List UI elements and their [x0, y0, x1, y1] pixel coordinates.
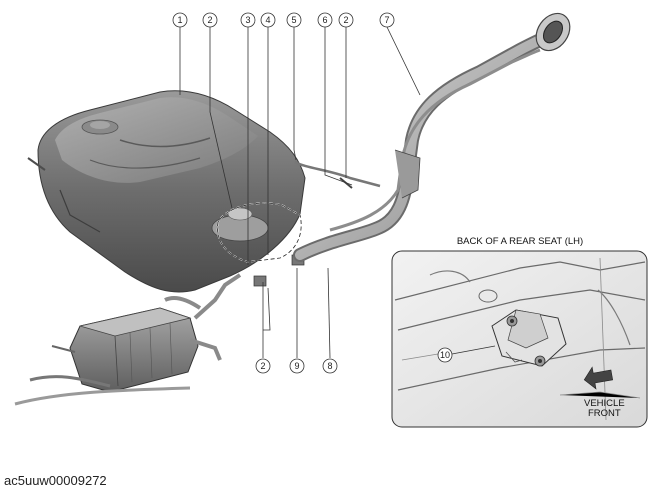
- inset-title: BACK OF A REAR SEAT (LH): [457, 236, 583, 247]
- callout-8: 8: [322, 358, 338, 374]
- filler-pipe: [293, 12, 571, 262]
- callout-9: 9: [289, 358, 305, 374]
- inset-panel: BACK OF A REAR SEAT (LH) 10 VEHICLE FRON…: [391, 236, 648, 428]
- control-module: [491, 309, 567, 367]
- charcoal-canister: [14, 273, 242, 406]
- svg-text:10: 10: [440, 350, 450, 360]
- callout-2a: 2: [202, 12, 218, 28]
- callout-7: 7: [379, 12, 395, 28]
- callout-10: 10: [437, 347, 453, 363]
- svg-text:8: 8: [327, 361, 332, 371]
- svg-text:3: 3: [245, 15, 250, 25]
- svg-text:5: 5: [291, 15, 296, 25]
- document-id: ac5uuw00009272: [4, 473, 107, 488]
- leader-lines: [179, 26, 421, 359]
- svg-text:6: 6: [322, 15, 327, 25]
- callout-5: 5: [286, 12, 302, 28]
- callout-6: 6: [317, 12, 333, 28]
- fuel-tank: [27, 90, 306, 293]
- svg-text:2: 2: [260, 361, 265, 371]
- callout-4: 4: [260, 12, 276, 28]
- callout-3: 3: [240, 12, 256, 28]
- callout-group: 1 2 3 4 5 6 2 7 2 9 8: [172, 12, 395, 374]
- vehicle-front-label-line2: FRONT: [588, 408, 621, 419]
- svg-text:4: 4: [265, 15, 270, 25]
- svg-text:2: 2: [343, 15, 348, 25]
- callout-2c: 2: [255, 358, 271, 374]
- callout-2b: 2: [338, 12, 354, 28]
- svg-text:7: 7: [384, 15, 389, 25]
- callout-1: 1: [172, 12, 188, 28]
- vehicle-front-arrow-icon: [583, 366, 614, 390]
- svg-text:1: 1: [177, 15, 182, 25]
- svg-text:9: 9: [294, 361, 299, 371]
- vehicle-front-label-line1: VEHICLE: [584, 398, 625, 409]
- svg-text:2: 2: [207, 15, 212, 25]
